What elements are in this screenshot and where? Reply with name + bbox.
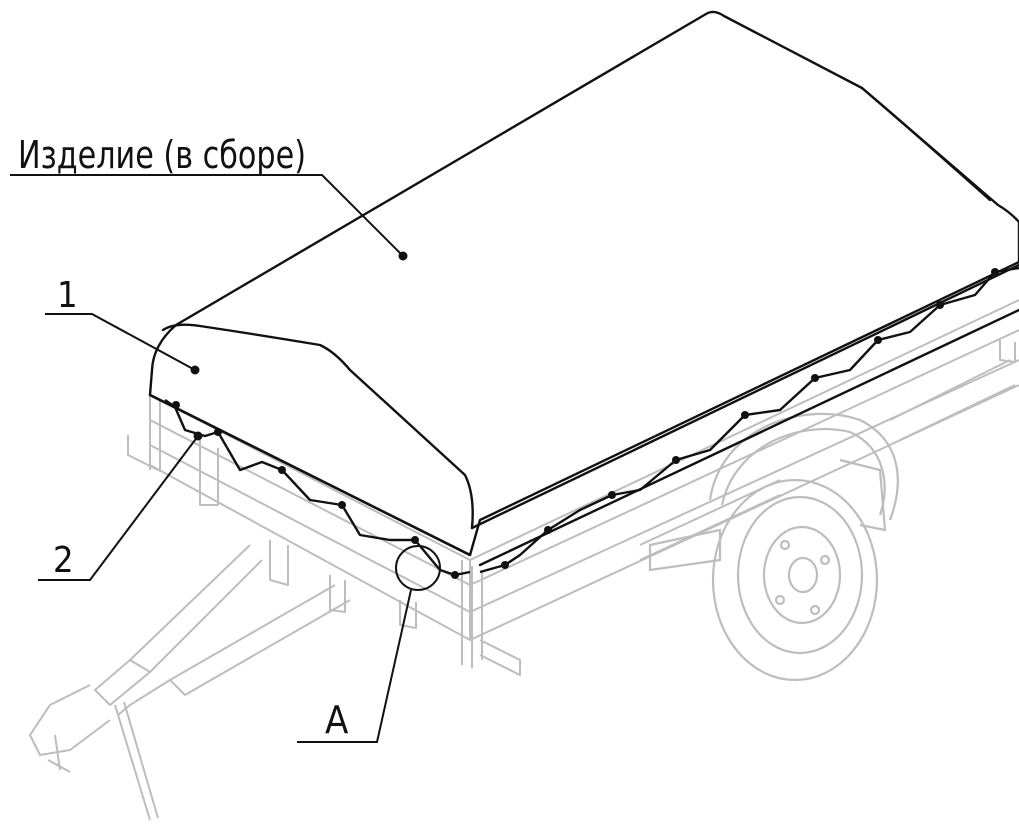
cover [148, 10, 1019, 567]
cord-hooks [172, 268, 999, 579]
detail-circle [395, 545, 441, 591]
callout-part-2-label: 2 [53, 540, 74, 581]
cover-side-ridge [470, 263, 1019, 530]
wheel-ghost [648, 412, 899, 682]
callout-part-2: 2 [38, 431, 203, 581]
trailer-frame-ghost [29, 299, 1019, 821]
callout-part-1: 1 [45, 275, 200, 375]
callout-view-a-label: A [325, 698, 349, 742]
cover-front-crease [161, 323, 474, 530]
callout-assembly: Изделие (в сборе) [10, 133, 408, 261]
callout-view-a: A [297, 545, 441, 743]
callout-assembly-label: Изделие (в сборе) [18, 133, 306, 177]
cover-body [148, 10, 1019, 557]
callout-part-1-label: 1 [57, 275, 78, 316]
